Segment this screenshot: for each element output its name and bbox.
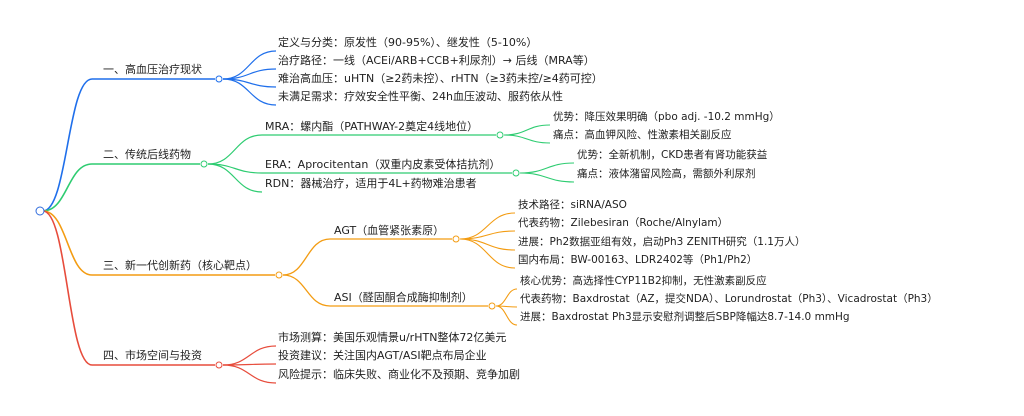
branch-4-item-2[interactable]: 投资建议：关注国内AGT/ASI靶点布局企业 [278, 349, 487, 362]
branch-2-mra-child-1-edge [503, 124, 551, 136]
branch-1-item-1-edge [222, 50, 277, 80]
branch-1-item-2[interactable]: 治疗路径：一线（ACEi/ARB+CCB+利尿剂）→ 后线（MRA等） [278, 54, 595, 67]
branch-3-asi-child-3-edge [495, 305, 518, 326]
root-node[interactable] [35, 206, 45, 216]
branch-3-agt-node-dot[interactable] [452, 235, 460, 243]
branch-3-asi-progress[interactable]: 进展：Baxdrostat Ph3显示安慰剂调整后SBP降幅达8.7-14.0 … [520, 311, 850, 323]
branch-3-asi-drugs[interactable]: 代表药物：Baxdrostat（AZ，提交NDA）、Lorundrostat（P… [520, 293, 938, 305]
branch-3-agt-child-4-edge [459, 238, 516, 269]
branch-3-agt-progress[interactable]: 进展：Ph2数据亚组有效，启动Ph3 ZENITH研究（1.1万人） [518, 236, 806, 248]
branch-2-item-rdn[interactable]: RDN：器械治疗，适用于4L+药物难治患者 [265, 177, 477, 190]
branch-3-asi-advantage[interactable]: 核心优势：高选择性CYP11B2抑制，无性激素副反应 [520, 275, 767, 287]
branch-2-rdn-edge [207, 163, 263, 193]
branch-2-mra-advantage[interactable]: 优势：降压效果明确（pbo adj. -10.2 mmHg） [553, 111, 780, 123]
branch-3-label[interactable]: 三、新一代创新药（核心靶点） [103, 259, 257, 272]
branch-2-label[interactable]: 二、传统后线药物 [103, 148, 191, 161]
branch-2-item-mra[interactable]: MRA：螺内酯（PATHWAY-2奠定4线地位） [265, 120, 479, 133]
branch-3-item-asi[interactable]: ASI（醛固酮合成酶抑制剂） [334, 291, 473, 304]
branch-1-label[interactable]: 一、高血压治疗现状 [103, 63, 202, 76]
branch-4-label[interactable]: 四、市场空间与投资 [103, 349, 202, 362]
branch-1-item-1[interactable]: 定义与分类：原发性（90-95%）、继发性（5-10%） [278, 36, 538, 49]
branch-3-asi-child-1-edge [495, 288, 518, 307]
branch-3-agt-domestic[interactable]: 国内布局：BW-00163、LDR2402等（Ph1/Ph2） [518, 254, 758, 266]
branch-3-asi-edge [282, 274, 331, 307]
branch-2-node-dot[interactable] [200, 160, 208, 168]
branch-3-item-agt[interactable]: AGT（血管紧张素原） [334, 224, 445, 237]
branch-4-node-dot[interactable] [215, 361, 223, 369]
branch-4-edge [42, 210, 93, 366]
branch-2-era-node-dot[interactable] [512, 169, 520, 177]
branch-2-mra-child-2-edge [503, 134, 551, 144]
branch-1-item-4-edge [222, 78, 277, 106]
branch-4-item-1[interactable]: 市场测算：美国乐观情景u/rHTN整体72亿美元 [278, 331, 507, 344]
branch-2-era-advantage[interactable]: 优势：全新机制，CKD患者有肾功能获益 [577, 149, 768, 161]
branch-1-edge [42, 78, 93, 212]
branch-1-item-4[interactable]: 未满足需求：疗效安全性平衡、24h血压波动、服药依从性 [278, 90, 563, 103]
branch-3-edge [42, 210, 93, 276]
branch-1-item-3[interactable]: 难治高血压：uHTN（≥2药未控）、rHTN（≥3药未控/≥4药可控） [278, 72, 603, 85]
branch-2-item-era[interactable]: ERA：Aprocitentan（双重内皮素受体拮抗剂） [265, 158, 501, 171]
branch-2-era-child-1-edge [519, 162, 575, 174]
branch-2-era-painpoint[interactable]: 痛点：液体潴留风险高，需额外利尿剂 [577, 168, 756, 180]
branch-2-mra-node-dot[interactable] [496, 131, 504, 139]
branch-3-agt-edge [282, 238, 331, 276]
branch-1-node-dot[interactable] [215, 75, 223, 83]
branch-4-item-1-edge [222, 345, 277, 366]
branch-3-agt-drug[interactable]: 代表药物：Zilebesiran（Roche/Alnylam） [518, 217, 729, 229]
branch-4-item-3[interactable]: 风险提示：临床失败、商业化不及预期、竞争加剧 [278, 368, 520, 381]
branch-2-edge [42, 163, 93, 212]
branch-3-node-dot[interactable] [275, 271, 283, 279]
branch-3-agt-tech[interactable]: 技术路径：siRNA/ASO [518, 199, 627, 211]
branch-2-mra-painpoint[interactable]: 痛点：高血钾风险、性激素相关副反应 [553, 129, 732, 141]
branch-4-item-3-edge [222, 364, 277, 384]
branch-2-era-child-2-edge [519, 172, 575, 183]
branch-3-asi-node-dot[interactable] [488, 302, 496, 310]
branch-3-agt-child-3-edge [459, 238, 516, 251]
branch-2-mra-edge [207, 134, 263, 165]
